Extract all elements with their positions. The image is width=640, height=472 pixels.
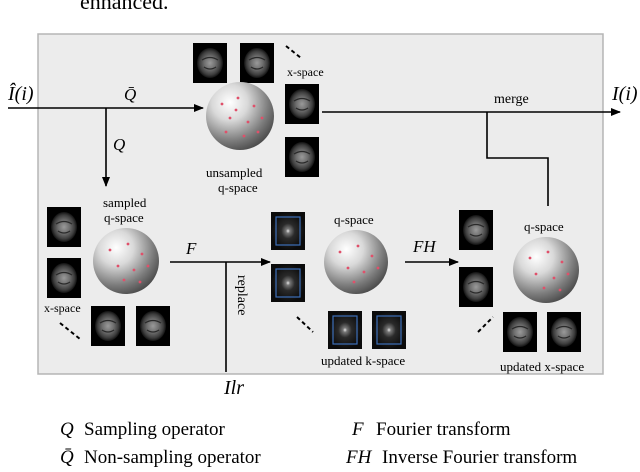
legend-item-inverse-fourier: FH Inverse Fourier transform — [346, 448, 577, 467]
qspace-sphere-unsampled — [206, 82, 274, 150]
lr-image-label: Ilr — [224, 377, 244, 399]
unsampled-q-space-label: q-space — [218, 180, 258, 195]
dash-left — [59, 322, 81, 340]
brain-image — [47, 258, 81, 298]
qspace-sphere-right — [513, 237, 579, 303]
input-image-label: Î(i) — [8, 83, 34, 105]
brain-image — [91, 306, 125, 346]
brain-image — [285, 137, 319, 177]
brain-image — [136, 306, 170, 346]
sampled-label: sampled — [103, 195, 147, 210]
brain-image — [193, 43, 227, 83]
legend-item-non-sampling: Q̄ Non-sampling operator — [60, 448, 261, 467]
arrows — [8, 104, 621, 372]
dash-top — [285, 45, 302, 59]
legend-symbol: F — [352, 419, 364, 440]
output-image-label: I(i) — [612, 83, 638, 105]
merge-label: merge — [494, 92, 529, 107]
legend-item-sampling: Q Sampling operator — [60, 420, 225, 439]
fourier-operator-label: F — [186, 239, 197, 258]
updated-x-space-label: updated x-space — [500, 359, 585, 374]
clipped-caption-text: enhanced. — [80, 0, 169, 14]
kspace-image — [372, 311, 406, 349]
dash-mid — [296, 316, 314, 333]
legend-text: Fourier transform — [376, 419, 511, 440]
q-space-label-right: q-space — [524, 219, 564, 234]
inverse-fourier-operator-label: FH — [413, 237, 436, 256]
brain-image — [459, 210, 493, 250]
qspace-sphere-mid — [324, 230, 388, 294]
brain-image — [459, 267, 493, 307]
unsampled-label: unsampled — [206, 165, 263, 180]
merge-line — [486, 112, 549, 206]
q-space-label-mid: q-space — [334, 212, 374, 227]
legend-symbol: FH — [346, 447, 372, 468]
sampled-q-space-label: q-space — [104, 210, 144, 225]
brain-image — [547, 312, 581, 352]
replace-label: replace — [234, 275, 249, 316]
legend-item-fourier: F Fourier transform — [352, 420, 511, 439]
x-space-label-left: x-space — [44, 301, 81, 315]
kspace-image — [271, 212, 305, 250]
brain-image — [285, 84, 319, 124]
brain-image — [503, 312, 537, 352]
kspace-thumbnails — [271, 212, 406, 349]
qspace-sphere-sampled — [93, 228, 159, 294]
kspace-image — [328, 311, 362, 349]
brain-image — [47, 207, 81, 247]
legend-text: Sampling operator — [84, 419, 225, 440]
kspace-image — [271, 264, 305, 302]
brain-thumbnails — [47, 43, 581, 352]
legend-symbol: Q — [60, 419, 74, 440]
x-space-label-top: x-space — [287, 65, 324, 79]
dash-right — [477, 316, 494, 333]
sampling-operator-label: Q — [113, 135, 126, 154]
legend-symbol: Q̄ — [60, 447, 74, 468]
updated-k-space-label: updated k-space — [321, 353, 406, 368]
brain-image — [240, 43, 274, 83]
legend-text: Non-sampling operator — [84, 447, 261, 468]
non-sampling-operator-label: Q̄ — [124, 85, 137, 104]
ellipsis-dashes — [59, 45, 494, 340]
legend-text: Inverse Fourier transform — [382, 447, 578, 468]
